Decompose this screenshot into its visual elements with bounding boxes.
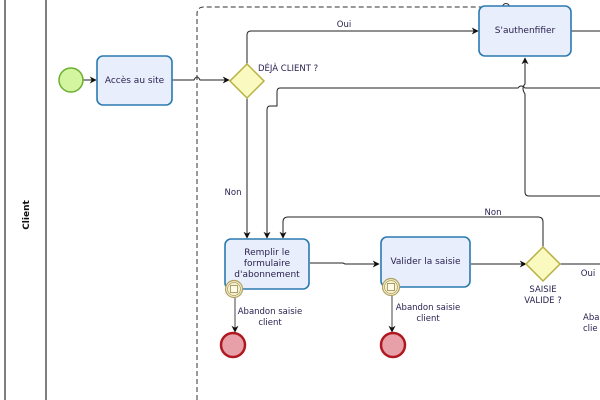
flow-return-remplir	[263, 85, 600, 239]
flow-label-non: Non	[225, 188, 242, 198]
end-event-abandon-1[interactable]	[219, 331, 247, 359]
flow-non-loop	[279, 216, 544, 247]
start-event[interactable]	[58, 67, 84, 93]
group-boundary	[196, 6, 505, 400]
lane-label: Client	[22, 200, 32, 230]
boundary-label-2-line1: Abandon saisie	[396, 303, 461, 313]
flow-label-non-loop: Non	[485, 208, 502, 218]
conditional-icon	[387, 283, 395, 291]
boundary-label-1-line2: client	[258, 318, 282, 328]
flow-right-authentifier	[521, 57, 600, 197]
flow-label-oui-right: Oui	[581, 269, 595, 279]
flow-remplir-valider	[310, 260, 380, 268]
boundary-label-3-line1: Aba	[583, 313, 599, 323]
gateway-label-line1: SAISIE	[529, 285, 556, 295]
end-event-abandon-2[interactable]	[379, 331, 407, 359]
boundary-label-1-line1: Abandon saisie	[238, 307, 303, 317]
conditional-icon	[230, 285, 238, 293]
flow-acces-gateway	[172, 76, 230, 84]
task-label-line3: d'abonnement	[234, 270, 300, 280]
boundary-label-2-line2: client	[416, 314, 440, 324]
task-label-line1: Remplir le	[244, 248, 290, 258]
task-label: S'authenfifier	[495, 26, 556, 36]
task-label: Valider la saisie	[390, 257, 461, 267]
task-label-line2: formulaire	[244, 259, 291, 269]
task-authentifier[interactable]: S'authenfifier	[478, 5, 572, 57]
sequence-flows	[83, 27, 600, 333]
flow-oui-authentifier	[246, 27, 479, 64]
task-acces[interactable]: Accès au site	[96, 55, 173, 106]
gateway-label: DÉJÀ CLIENT ?	[258, 62, 318, 74]
pool: Client	[4, 0, 47, 400]
boundary-label-3-line2: clie	[583, 324, 598, 334]
boundary-event-remplir[interactable]	[224, 279, 244, 299]
gateway-label-line2: VALIDE ?	[524, 296, 561, 306]
task-valider[interactable]: Valider la saisie	[380, 236, 471, 288]
task-label: Accès au site	[105, 75, 165, 86]
boundary-event-valider[interactable]	[381, 277, 401, 297]
gateway-saisie-valide[interactable]: SAISIE VALIDE ?	[524, 245, 562, 306]
flow-label-oui: Oui	[337, 20, 351, 30]
task-remplir[interactable]: Remplir le formulaire d'abonnement	[224, 238, 310, 290]
gateway-deja-client[interactable]: DÉJÀ CLIENT ?	[228, 62, 318, 100]
